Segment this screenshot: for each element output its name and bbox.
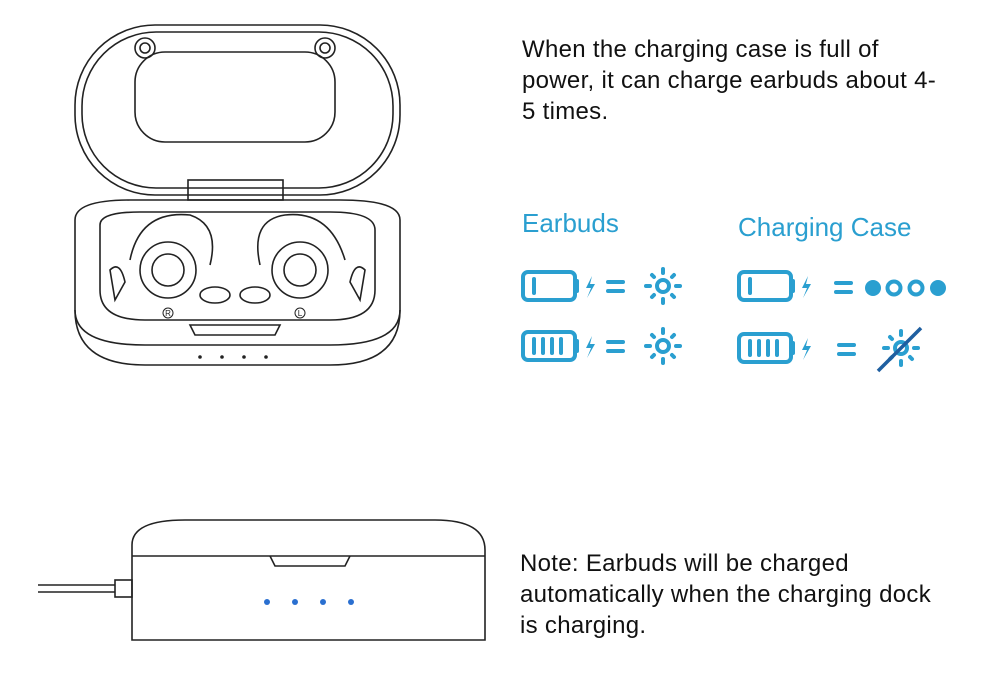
earbuds-low-battery-light-on: [521, 267, 682, 305]
left-label: L: [298, 309, 303, 318]
battery-full-icon: [737, 332, 795, 364]
case-low-battery-lights-blinking: [737, 270, 946, 302]
battery-low-icon: [737, 270, 795, 302]
charging-bolt-icon: [586, 276, 595, 298]
charging-dock-illustration: [38, 519, 486, 641]
right-label: R: [165, 309, 171, 318]
earbuds-heading: Earbuds: [522, 208, 619, 238]
equals-icon: [606, 280, 625, 293]
light-on-icon: [644, 267, 682, 305]
slash-line: [876, 326, 923, 373]
charging-bolt-icon: [802, 338, 811, 360]
four-led-indicator-icon: [865, 279, 946, 297]
intro-text: When the charging case is full of power,…: [522, 36, 937, 125]
equals-icon: [606, 340, 625, 353]
note-text: Note: Earbuds will be charged automatica…: [520, 550, 932, 639]
charging-bolt-icon: [802, 276, 811, 298]
charging-case-heading: Charging Case: [738, 212, 912, 242]
case-full-battery-light-off: [737, 326, 923, 373]
light-on-icon: [644, 327, 682, 365]
earbuds-full-battery-light-on: [521, 327, 682, 365]
charging-bolt-icon: [586, 336, 595, 358]
equals-icon: [837, 343, 856, 356]
battery-low-icon: [521, 270, 579, 302]
battery-full-icon: [521, 330, 579, 362]
open-case-illustration: R L: [74, 24, 401, 366]
equals-icon: [834, 281, 853, 294]
